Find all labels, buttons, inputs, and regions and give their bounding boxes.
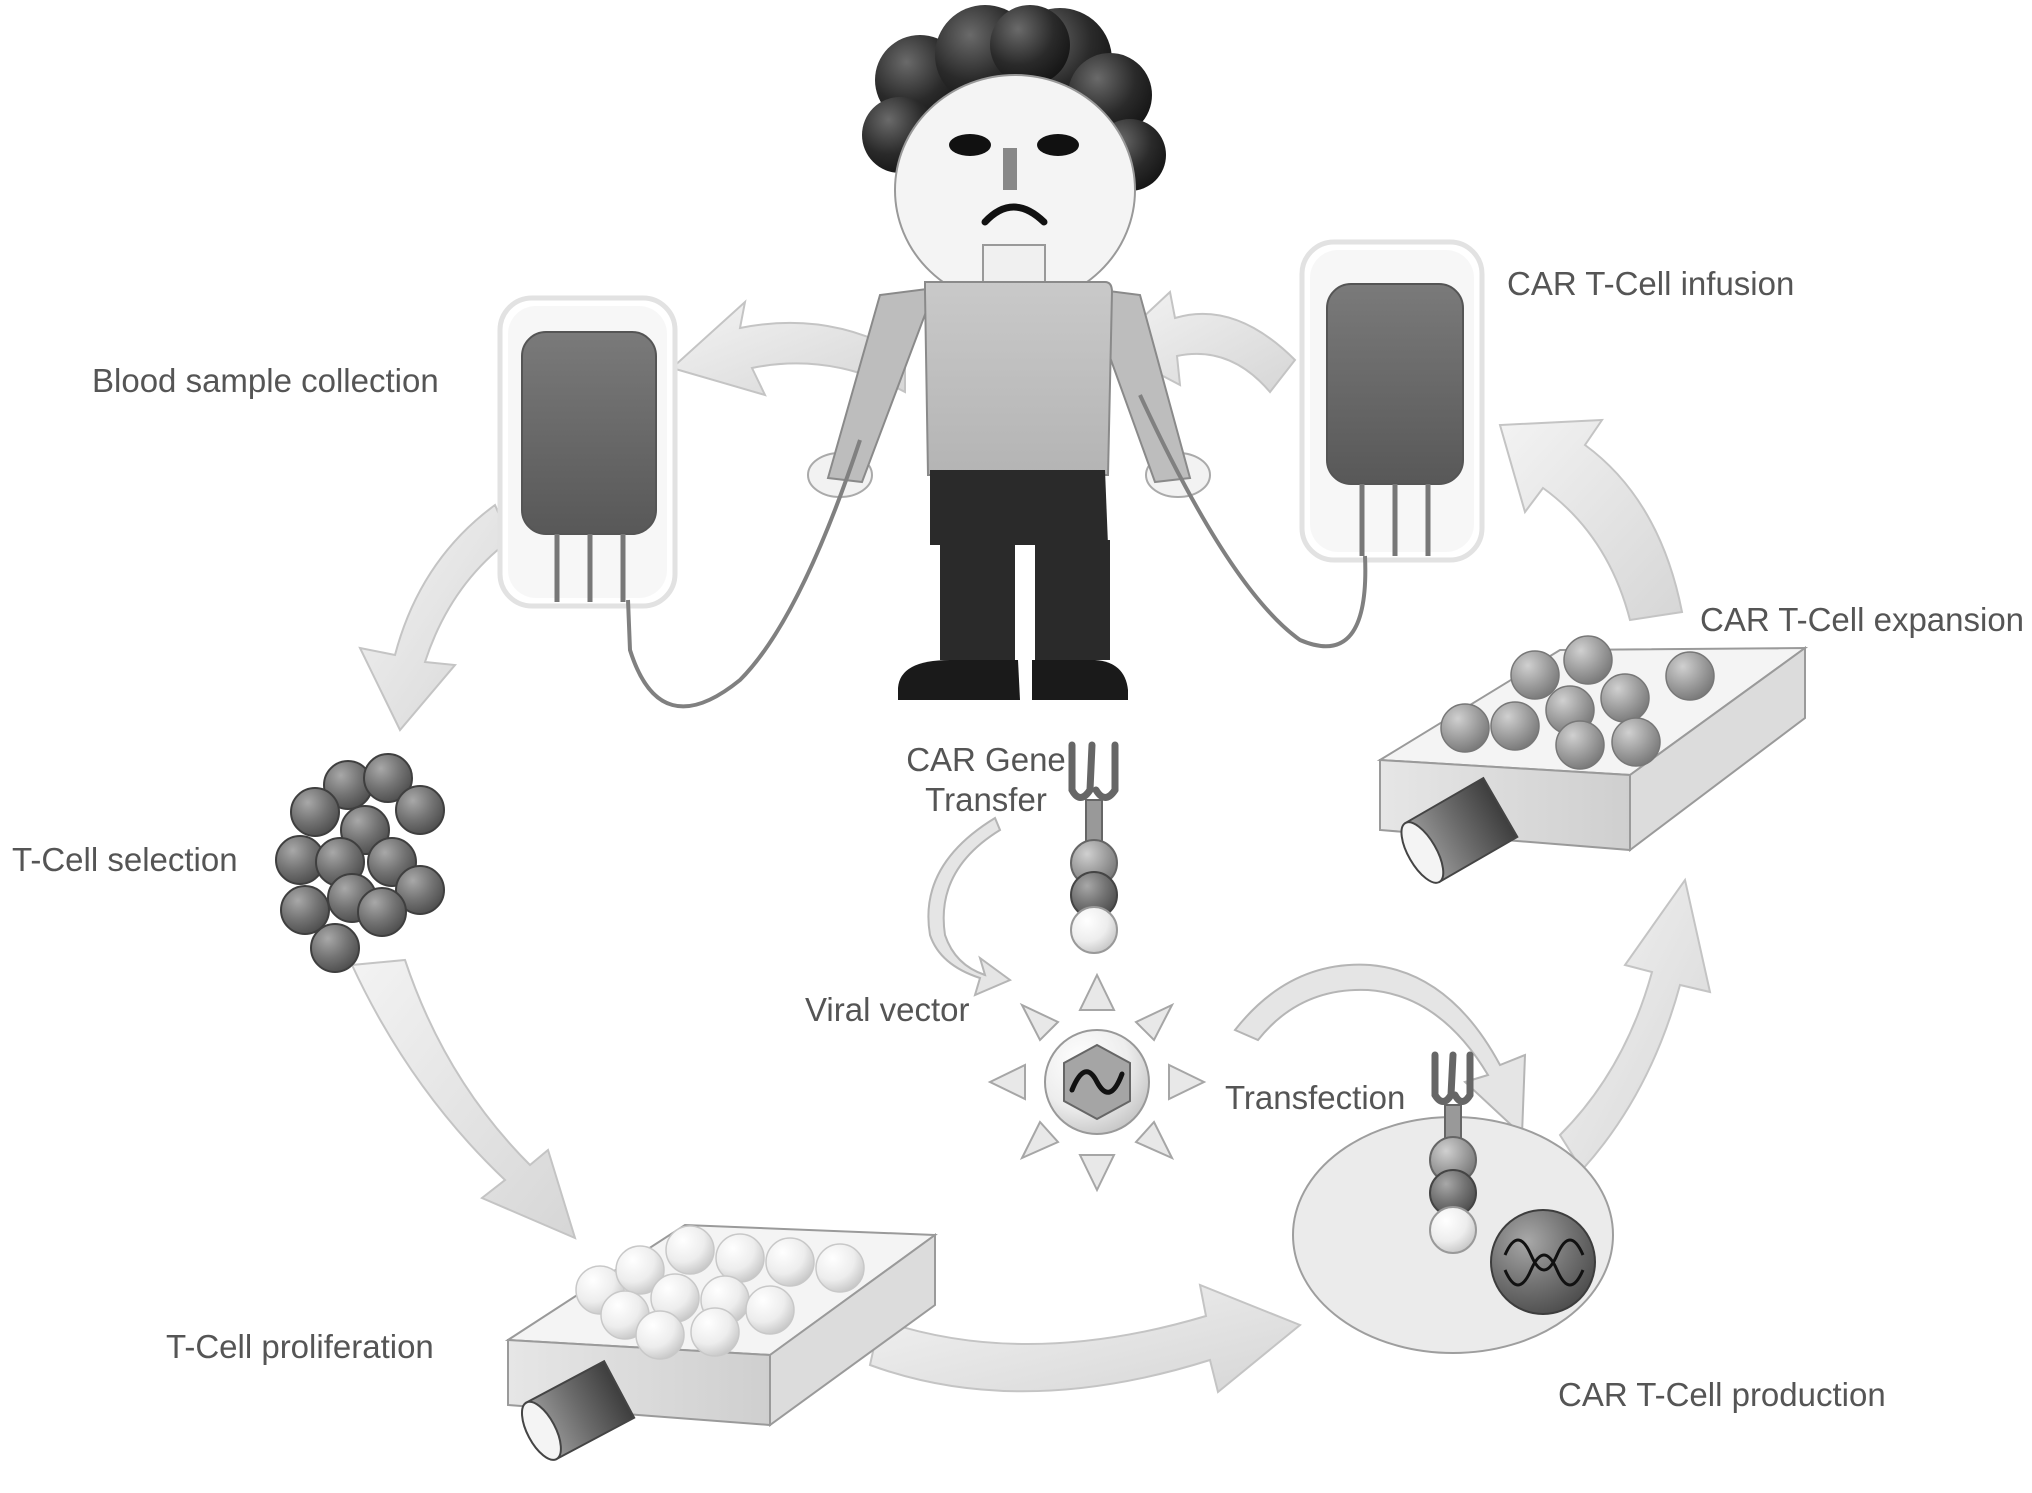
dna-strand	[1503, 1238, 1585, 1272]
car-tcell-expansion-flask	[1376, 635, 1809, 884]
car-tcell-production-cell	[1292, 1051, 1614, 1354]
arrow-to-infusion-bag	[1498, 418, 1684, 622]
label-blood-sample-collection: Blood sample collection	[92, 362, 439, 399]
label-car-gene-transfer-line1: CAR Gene	[906, 741, 1066, 778]
blood-bag-collection	[497, 295, 678, 609]
patient-figure	[807, 5, 1211, 700]
transfection-arrow	[1233, 963, 1527, 1138]
label-transfection: Transfection	[1225, 1079, 1406, 1116]
label-tcell-proliferation: T-Cell proliferation	[166, 1328, 434, 1365]
label-tcell-selection: T-Cell selection	[12, 841, 238, 878]
label-car-tcell-production: CAR T-Cell production	[1558, 1376, 1886, 1413]
tcell-selection-cluster	[275, 753, 445, 973]
blood-bag-infusion	[1299, 239, 1485, 563]
arrow-to-selection	[358, 503, 512, 732]
car-receptor-construct	[1068, 741, 1119, 954]
arrow-to-expansion	[1558, 877, 1712, 1172]
right-eye	[1037, 134, 1079, 156]
arrow-to-production	[868, 1283, 1302, 1394]
iv-tube-left	[626, 439, 862, 709]
tcell-proliferation-flask	[504, 1223, 938, 1461]
label-car-gene-transfer-line2: Transfer	[925, 780, 1047, 818]
arrow-to-proliferation	[350, 958, 577, 1240]
gene-to-vector-arrow	[927, 816, 1013, 997]
label-viral-vector: Viral vector	[805, 991, 970, 1028]
left-eye	[949, 134, 991, 156]
label-car-tcell-infusion: CAR T-Cell infusion	[1507, 265, 1795, 302]
nucleus	[1490, 1209, 1596, 1315]
label-car-tcell-expansion: CAR T-Cell expansion	[1700, 601, 2025, 638]
viral-vector-particle	[987, 972, 1207, 1193]
iv-tube-right	[1138, 394, 1368, 649]
label-car-gene-transfer: CAR Gene Transfer	[900, 740, 1072, 819]
